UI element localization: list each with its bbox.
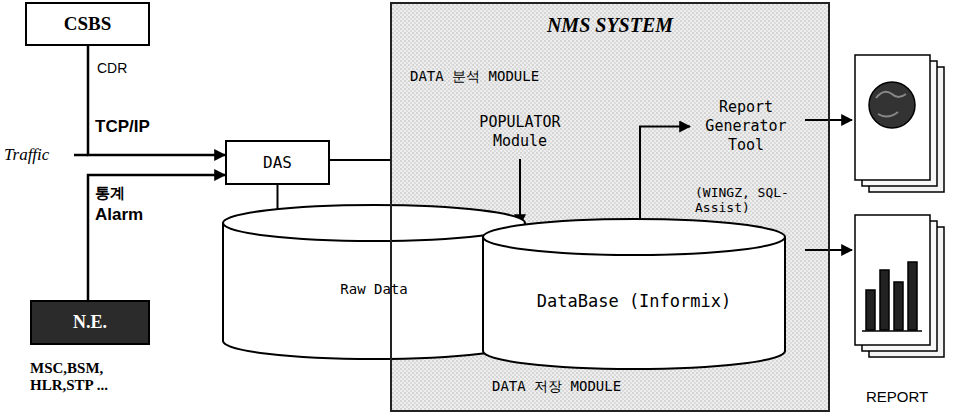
node-text: DataBase (Informix) xyxy=(537,290,731,312)
cylinder-body xyxy=(223,205,525,359)
system-box: CSBS xyxy=(25,2,150,46)
node-text: CSBS xyxy=(64,13,112,35)
cylinder-body xyxy=(483,219,785,369)
node-text: Report Generator Tool xyxy=(690,98,802,154)
system-frame: NMS SYSTEM POPULATOR Module Report Generat… xyxy=(390,2,830,412)
edge-label: CDR xyxy=(95,60,129,76)
traffic-line xyxy=(74,154,88,157)
report-document-chart xyxy=(855,215,944,357)
process-box: DAS xyxy=(225,140,330,185)
connector-arrow xyxy=(277,185,279,209)
tool-text: Report Generator Tool xyxy=(690,89,802,164)
connector-arrow xyxy=(330,159,390,161)
node-text: POPULATOR Module xyxy=(450,113,590,151)
storage-cylinder: Raw Data xyxy=(222,205,526,359)
protocol-label: TCP/IP xyxy=(95,117,150,137)
connector-arrow xyxy=(88,175,225,300)
element-list: MSC,BSM, HLR,STP ... xyxy=(30,360,138,394)
node-text: N.E. xyxy=(73,312,107,333)
database-cylinder: DataBase (Informix) xyxy=(482,219,786,369)
node-text: Raw Data xyxy=(340,281,407,297)
tool-label: (WINGZ, SQL-Assist) xyxy=(695,185,795,215)
connector-arrow xyxy=(640,127,690,220)
module-label: DATA 저장 MODULE xyxy=(492,378,621,396)
input-label: Traffic xyxy=(4,145,49,165)
connector-arrow xyxy=(88,46,225,155)
element-box: N.E. xyxy=(30,300,150,345)
module-label: DATA 분석 MODULE xyxy=(410,68,539,86)
output-label: REPORT xyxy=(866,388,928,405)
report-document-globe xyxy=(855,55,944,192)
cylinder-rim xyxy=(223,223,525,241)
module-text: POPULATOR Module xyxy=(450,104,590,159)
node-text: DAS xyxy=(263,153,292,172)
connector-arrow xyxy=(519,159,521,225)
data-label: Alarm xyxy=(95,205,143,225)
node-text: NMS SYSTEM xyxy=(547,14,673,37)
cylinder-rim xyxy=(483,237,785,255)
data-label: 통계 xyxy=(95,184,125,203)
